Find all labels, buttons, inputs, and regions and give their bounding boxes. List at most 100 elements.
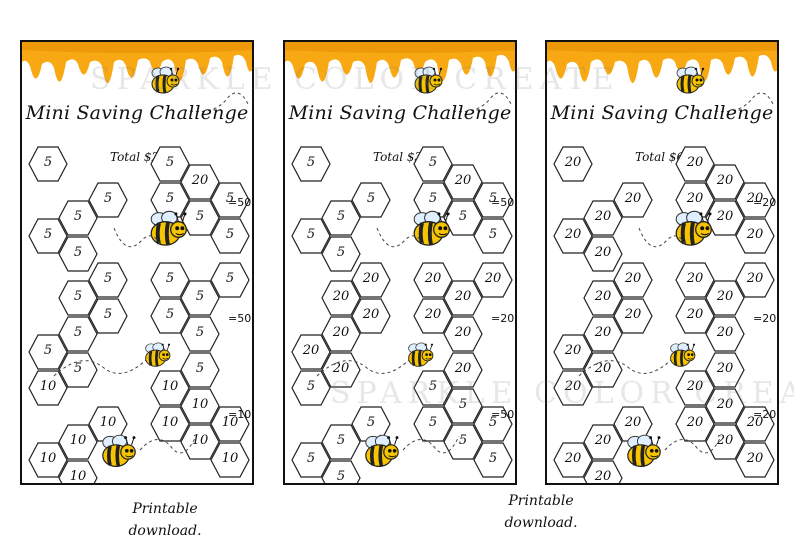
hex-cell[interactable]: 20 [675,262,715,298]
hex-cell[interactable]: 20 [553,218,593,254]
hex-cell[interactable]: 5 [443,424,483,460]
hex-cell[interactable]: 20 [583,352,623,388]
hex-cell[interactable]: 20 [180,164,220,200]
hex-cell[interactable]: 20 [413,298,453,334]
hex-cell[interactable]: 20 [583,316,623,352]
hex-cell[interactable]: 10 [180,388,220,424]
hex-cell[interactable]: 5 [88,182,128,218]
hex-cell[interactable]: 5 [180,352,220,388]
hex-cell[interactable]: 5 [150,298,190,334]
hex-cell[interactable]: 20 [583,424,623,460]
hex-cell[interactable]: 10 [28,370,68,406]
hex-cell[interactable]: 10 [150,406,190,442]
hex-cell[interactable]: 10 [150,370,190,406]
hex-cell[interactable]: 5 [58,236,98,272]
hex-cell[interactable]: 20 [583,200,623,236]
hex-cell[interactable]: 20 [675,406,715,442]
hex-cell[interactable]: 20 [321,316,361,352]
hex-cell[interactable]: 5 [413,370,453,406]
hex-cell[interactable]: 5 [210,262,250,298]
hex-cell[interactable]: 20 [321,352,361,388]
hex-cell[interactable]: 20 [735,182,775,218]
hex-cell[interactable]: 5 [321,424,361,460]
hex-cell[interactable]: 5 [291,146,331,182]
hex-cell[interactable]: 5 [321,460,361,483]
hex-cell[interactable]: 5 [88,262,128,298]
hex-cell[interactable]: 5 [473,442,513,478]
hex-cell[interactable]: 5 [58,352,98,388]
hex-cell[interactable]: 20 [443,164,483,200]
hex-cell[interactable]: 20 [705,352,745,388]
hex-cell[interactable]: 5 [180,200,220,236]
hex-cell[interactable]: 20 [553,370,593,406]
hex-cell[interactable]: 20 [443,316,483,352]
hex-cell[interactable]: 20 [675,370,715,406]
hex-cell[interactable]: 20 [735,442,775,478]
hex-cell[interactable]: 5 [28,146,68,182]
hex-cell[interactable]: 20 [705,200,745,236]
hex-cell[interactable]: 5 [210,182,250,218]
hex-cell[interactable]: 20 [583,236,623,272]
hex-cell[interactable]: 20 [351,262,391,298]
hex-cell[interactable]: 5 [473,406,513,442]
hex-cell[interactable]: 5 [58,200,98,236]
hex-cell[interactable]: 5 [150,146,190,182]
hex-cell[interactable]: 20 [443,280,483,316]
hex-cell[interactable]: 5 [413,146,453,182]
hex-cell[interactable]: 5 [443,200,483,236]
hex-cell[interactable]: 20 [613,182,653,218]
hex-cell[interactable]: 5 [473,218,513,254]
hex-cell[interactable]: 5 [28,218,68,254]
hex-cell[interactable]: 20 [583,280,623,316]
hex-cell[interactable]: 20 [583,460,623,483]
hex-cell[interactable]: 20 [705,164,745,200]
hex-cell[interactable]: 5 [291,370,331,406]
hex-cell[interactable]: 20 [553,146,593,182]
hex-cell[interactable]: 10 [210,406,250,442]
hex-cell[interactable]: 5 [413,182,453,218]
hex-cell[interactable]: 20 [613,298,653,334]
hex-cell[interactable]: 20 [321,280,361,316]
hex-cell[interactable]: 20 [705,388,745,424]
hex-cell[interactable]: 20 [675,298,715,334]
hex-cell[interactable]: 20 [613,262,653,298]
hex-cell[interactable]: 5 [473,182,513,218]
hex-cell[interactable]: 5 [180,316,220,352]
hex-cell[interactable]: 5 [291,442,331,478]
hex-cell[interactable]: 5 [150,262,190,298]
hex-cell[interactable]: 5 [180,280,220,316]
hex-cell[interactable]: 20 [351,298,391,334]
hex-cell[interactable]: 20 [735,262,775,298]
hex-cell[interactable]: 20 [291,334,331,370]
hex-cell[interactable]: 20 [705,280,745,316]
hex-cell[interactable]: 20 [705,424,745,460]
hex-cell[interactable]: 20 [553,334,593,370]
hex-cell[interactable]: 10 [180,424,220,460]
hex-cell[interactable]: 5 [443,388,483,424]
hex-cell[interactable]: 5 [321,236,361,272]
hex-cell[interactable]: 20 [473,262,513,298]
hex-cell[interactable]: 10 [210,442,250,478]
hex-cell[interactable]: 10 [28,442,68,478]
hex-cell[interactable]: 5 [88,298,128,334]
hex-cell[interactable]: 5 [150,182,190,218]
hex-cell[interactable]: 20 [705,316,745,352]
hex-cell[interactable]: 10 [58,424,98,460]
hex-cell[interactable]: 20 [675,182,715,218]
hex-cell[interactable]: 5 [58,280,98,316]
hex-cell[interactable]: 20 [553,442,593,478]
hex-cell[interactable]: 20 [413,262,453,298]
hex-cell[interactable]: 20 [735,218,775,254]
hex-cell[interactable]: 5 [28,334,68,370]
hex-cell[interactable]: 5 [210,218,250,254]
hex-cell[interactable]: 10 [58,460,98,483]
hex-cell[interactable]: 20 [735,406,775,442]
hex-cell[interactable]: 20 [613,406,653,442]
hex-cell[interactable]: 5 [413,406,453,442]
hex-cell[interactable]: 5 [321,200,361,236]
hex-cell[interactable]: 5 [291,218,331,254]
hex-cell[interactable]: 5 [58,316,98,352]
hex-cell[interactable]: 20 [443,352,483,388]
hex-cell[interactable]: 5 [351,182,391,218]
hex-cell[interactable]: 20 [675,146,715,182]
